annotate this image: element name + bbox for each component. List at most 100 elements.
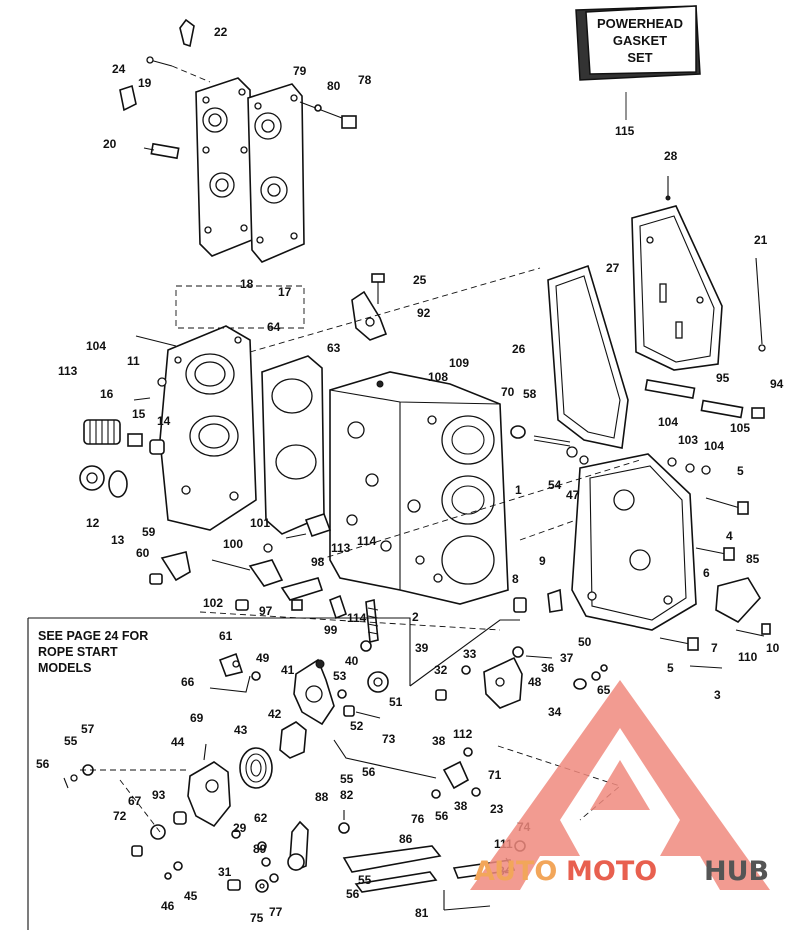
callout-50: 50	[578, 635, 592, 649]
callout-44: 44	[171, 735, 185, 749]
callout-59: 59	[142, 525, 156, 539]
callout-15: 15	[132, 407, 146, 421]
callout-82: 82	[340, 788, 354, 802]
callout-41: 41	[281, 663, 295, 677]
callout-88: 88	[315, 790, 329, 804]
callout-5-b: 5	[667, 661, 674, 675]
callout-55-b: 55	[340, 772, 354, 786]
callout-104-c: 104	[704, 439, 724, 453]
crankcase-cover-gasket-26	[547, 264, 629, 449]
callout-76: 76	[411, 812, 425, 826]
callout-49: 49	[256, 651, 270, 665]
callout-24: 24	[112, 62, 126, 76]
callout-108: 108	[428, 370, 448, 384]
note-line-3: MODELS	[38, 661, 91, 675]
callout-64: 64	[267, 320, 281, 334]
callout-20: 20	[103, 137, 117, 151]
callout-89: 89	[253, 842, 267, 856]
starter-parts	[63, 646, 723, 911]
callout-56-b: 56	[362, 765, 376, 779]
callout-55-a: 55	[64, 734, 78, 748]
gasket-box-line-1: POWERHEAD	[597, 16, 683, 31]
callout-23: 23	[490, 802, 504, 816]
callout-115: 115	[615, 124, 635, 138]
head-small-parts	[119, 18, 357, 160]
callout-72: 72	[113, 809, 127, 823]
callout-80: 80	[327, 79, 341, 93]
callout-102: 102	[203, 596, 223, 610]
watermark-hub: HUB	[704, 856, 769, 887]
callout-3: 3	[714, 688, 721, 702]
callout-14: 14	[157, 414, 171, 428]
callout-19: 19	[138, 76, 152, 90]
callout-27: 27	[606, 261, 620, 275]
callout-38-b: 38	[454, 799, 468, 813]
gasket-box-line-2: GASKET	[613, 33, 667, 48]
callout-92: 92	[417, 306, 431, 320]
callout-33: 33	[463, 647, 477, 661]
dowel-pins-95	[644, 378, 765, 419]
callout-103: 103	[678, 433, 698, 447]
callout-38-a: 38	[432, 734, 446, 748]
callout-5-a: 5	[737, 464, 744, 478]
crankcase-cover-27	[631, 176, 766, 371]
alignment-guides	[80, 267, 641, 833]
callout-10: 10	[766, 641, 780, 655]
crankcase-bolts	[510, 425, 749, 651]
watermark-auto: AUTO	[474, 856, 557, 887]
callout-36: 36	[541, 661, 555, 675]
crankcase-half	[571, 453, 697, 631]
cylinder-block	[329, 371, 509, 605]
callout-16: 16	[100, 387, 114, 401]
watermark-moto: MOTO	[566, 856, 657, 887]
callout-26: 26	[512, 342, 526, 356]
callout-114-a: 114	[357, 534, 377, 548]
callout-65: 65	[597, 683, 611, 697]
callout-12: 12	[86, 516, 100, 530]
gasket-box-line-3: SET	[627, 50, 652, 65]
callout-54: 54	[548, 478, 562, 492]
callout-114-b: 114	[347, 611, 367, 625]
intake-cover-64	[159, 325, 257, 531]
callout-69: 69	[190, 711, 204, 725]
automotohub-watermark: AUTO MOTO HUB	[470, 680, 770, 890]
callout-45: 45	[184, 889, 198, 903]
callout-34: 34	[548, 705, 562, 719]
callout-4: 4	[726, 529, 733, 543]
callout-57: 57	[81, 722, 95, 736]
callout-86: 86	[399, 832, 413, 846]
callout-53: 53	[333, 669, 347, 683]
callout-67: 67	[128, 794, 142, 808]
callout-113-b: 113	[331, 541, 351, 555]
callout-75: 75	[250, 911, 264, 925]
callout-61: 61	[219, 629, 233, 643]
callout-93: 93	[152, 788, 166, 802]
callout-105: 105	[730, 421, 750, 435]
note-line-1: SEE PAGE 24 FOR	[38, 629, 148, 643]
callout-40: 40	[345, 654, 359, 668]
callout-81: 81	[415, 906, 429, 920]
callout-113-a: 113	[58, 364, 78, 378]
callout-77: 77	[269, 905, 283, 919]
callout-101: 101	[250, 516, 270, 530]
callout-110: 110	[738, 650, 758, 664]
lifting-eye-92	[351, 273, 388, 341]
watermark-logo	[470, 680, 770, 890]
callout-28: 28	[664, 149, 678, 163]
callout-79: 79	[293, 64, 307, 78]
callout-21: 21	[754, 233, 768, 247]
callout-85: 85	[746, 552, 760, 566]
callout-25: 25	[413, 273, 427, 287]
linkage-parts-mid	[149, 512, 379, 652]
callout-46: 46	[161, 899, 175, 913]
callout-56-c: 56	[435, 809, 449, 823]
callout-109: 109	[449, 356, 469, 370]
callout-1: 1	[515, 483, 522, 497]
thermostat-parts	[79, 335, 177, 498]
callout-11: 11	[127, 354, 140, 368]
callout-60: 60	[136, 546, 150, 560]
exhaust-gasket-63	[261, 355, 325, 535]
callout-29: 29	[233, 821, 247, 835]
callout-63: 63	[327, 341, 341, 355]
